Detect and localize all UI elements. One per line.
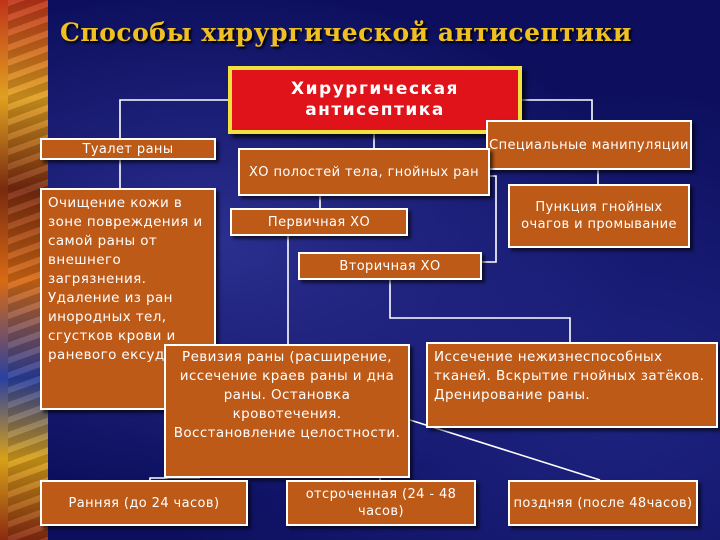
box-late-label: поздняя (после 48часов) bbox=[514, 495, 693, 512]
box-early: Ранняя (до 24 часов) bbox=[40, 480, 248, 526]
box-xo-cavities: ХО полостей тела, гнойных ран bbox=[238, 148, 490, 196]
box-primary-xo-label: Первичная ХО bbox=[268, 214, 370, 231]
box-wound-toilet: Туалет раны bbox=[40, 138, 216, 160]
box-cleansing-text: Очищение кожи в зоне повреждения и самой… bbox=[48, 195, 203, 363]
main-box-label: Хирургическая антисептика bbox=[232, 79, 518, 121]
box-primary-xo: Первичная ХО bbox=[230, 208, 408, 236]
box-wound-toilet-label: Туалет раны bbox=[83, 141, 174, 158]
box-special-manipulations: Специальные манипуляции bbox=[486, 120, 692, 170]
main-box-surgical-antiseptics: Хирургическая антисептика bbox=[228, 66, 522, 134]
box-xo-cavities-label: ХО полостей тела, гнойных ран bbox=[249, 164, 479, 181]
box-puncture: Пункция гнойных очагов и промывание bbox=[508, 184, 690, 248]
box-special-manipulations-label: Специальные манипуляции bbox=[489, 137, 689, 154]
box-excision: Иссечение нежизнеспособных тканей. Вскры… bbox=[426, 342, 718, 428]
box-revision-text: Ревизия раны (расширение, иссечение крае… bbox=[172, 348, 402, 443]
box-early-label: Ранняя (до 24 часов) bbox=[69, 495, 220, 512]
box-secondary-xo: Вторичная ХО bbox=[298, 252, 482, 280]
box-excision-text: Иссечение нежизнеспособных тканей. Вскры… bbox=[434, 349, 704, 403]
connector-secondary-excision bbox=[390, 278, 570, 342]
box-delayed: отсроченная (24 - 48 часов) bbox=[286, 480, 476, 526]
box-late: поздняя (после 48часов) bbox=[508, 480, 698, 526]
box-secondary-xo-label: Вторичная ХО bbox=[339, 258, 440, 275]
box-delayed-label: отсроченная (24 - 48 часов) bbox=[288, 486, 474, 520]
connector-main-special bbox=[522, 100, 592, 120]
connector-revision-late bbox=[410, 420, 600, 480]
box-puncture-label: Пункция гнойных очагов и промывание bbox=[510, 199, 688, 233]
connector-main-toilet bbox=[120, 100, 228, 138]
box-revision: Ревизия раны (расширение, иссечение крае… bbox=[164, 344, 410, 478]
